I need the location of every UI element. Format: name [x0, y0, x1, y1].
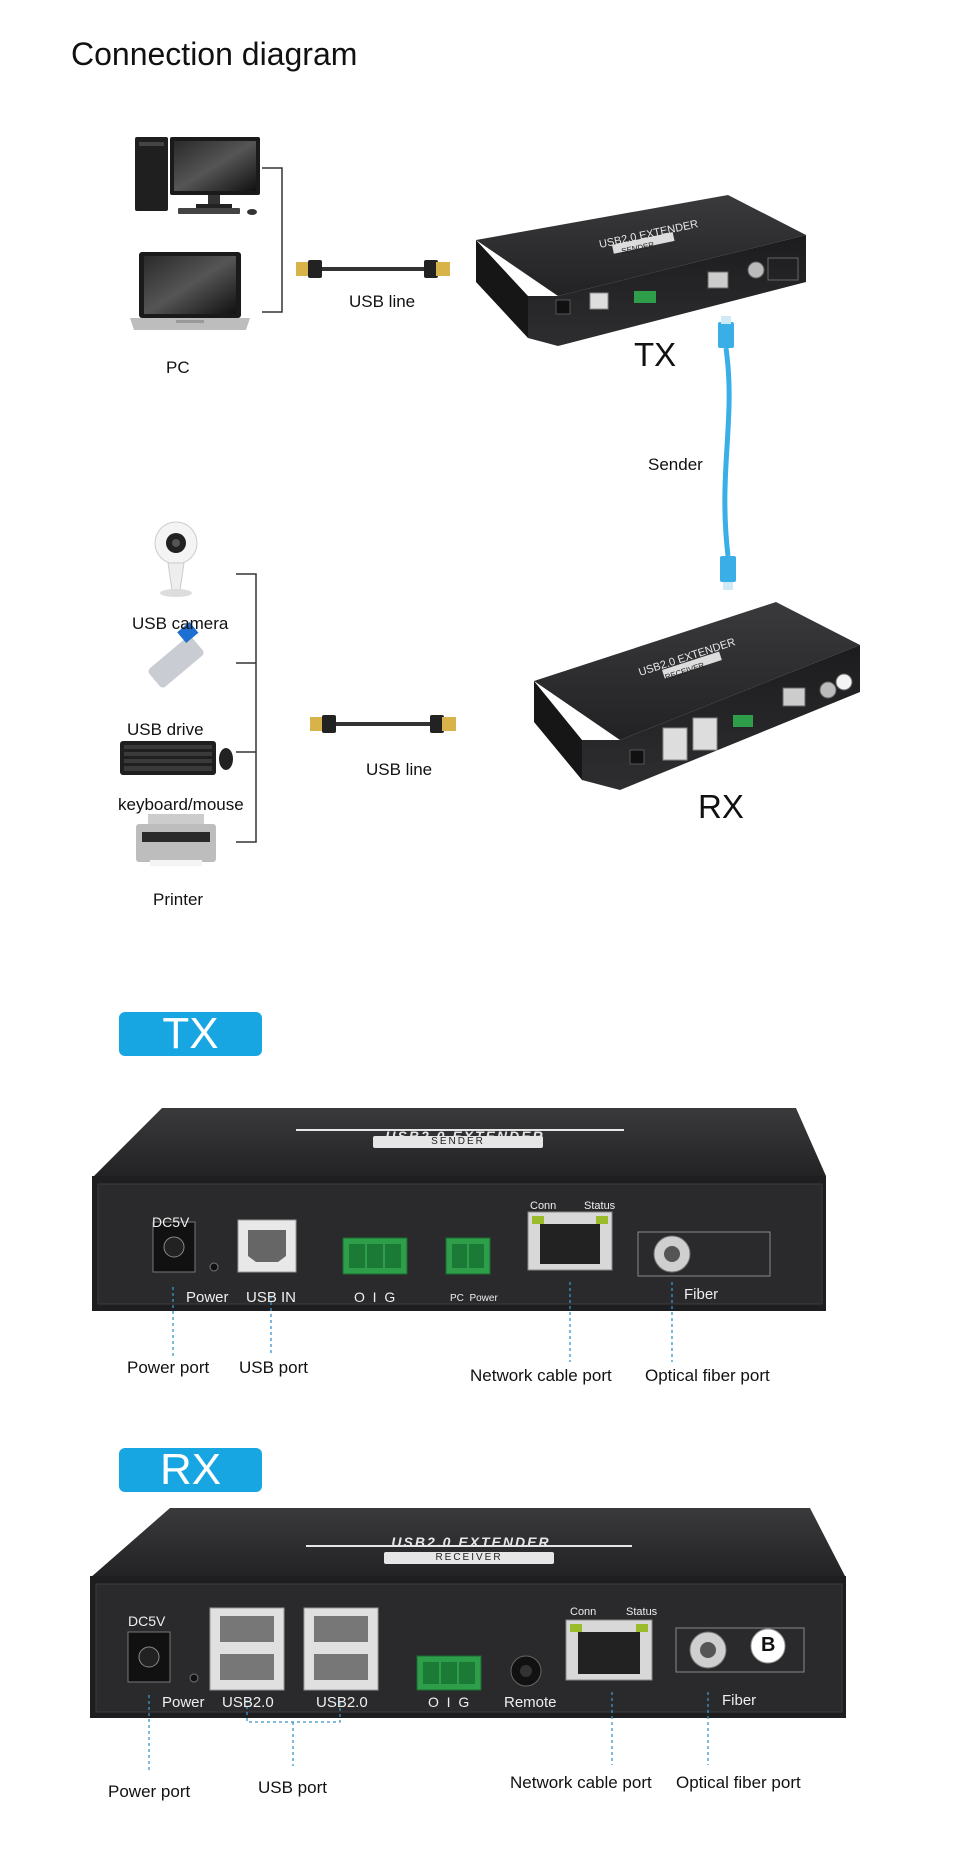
- tx-panel-image: [92, 1108, 826, 1311]
- rx-conn-label: Conn: [570, 1606, 597, 1618]
- rx-oig-label: O I G: [428, 1694, 470, 1710]
- tx-callout-lines: [172, 1282, 673, 1362]
- rx-b-badge: B: [761, 1634, 776, 1656]
- device-label-keyboard-mouse: keyboard/mouse: [118, 795, 244, 814]
- usb-cable-icon: [296, 260, 450, 278]
- rx-section-tag: RX: [119, 1448, 262, 1492]
- tx-callout-power-port: Power port: [127, 1358, 210, 1377]
- rx-panel-subtitle: RECEIVER: [435, 1552, 503, 1563]
- rx-panel-title: USB2.0 EXTENDER: [391, 1534, 551, 1550]
- ethernet-cable-icon: [718, 316, 736, 590]
- tx-callout-fiber-port: Optical fiber port: [645, 1366, 770, 1385]
- rx-device-image: USB2.0 EXTENDER RECEIVER: [534, 602, 860, 790]
- usb-line-label: USB line: [366, 760, 433, 779]
- tx-pc-power-label: PC Power: [450, 1293, 498, 1304]
- printer-icon: [136, 814, 216, 866]
- usb-camera-icon: [154, 521, 198, 597]
- rx-remote-label: Remote: [504, 1694, 557, 1711]
- tx-oig-label: O I G: [354, 1289, 396, 1305]
- rx-callout-fiber-port: Optical fiber port: [676, 1773, 801, 1792]
- sender-label: Sender: [648, 455, 703, 474]
- device-label-camera: USB camera: [132, 614, 229, 633]
- tx-device-image: USB2.0 EXTENDER SENDER: [476, 195, 806, 346]
- device-label-drive: USB drive: [127, 720, 204, 739]
- tx-label: TX: [634, 336, 677, 373]
- tx-power-label: Power: [186, 1289, 229, 1306]
- page-title: Connection diagram: [71, 36, 358, 72]
- tx-status-label: Status: [584, 1200, 616, 1212]
- rx-status-label: Status: [626, 1606, 658, 1618]
- rx-power-label: Power: [162, 1694, 205, 1711]
- keyboard-mouse-icon: [120, 741, 233, 775]
- pc-label: PC: [166, 358, 190, 377]
- tx-callout-usb-port: USB port: [239, 1358, 308, 1377]
- tx-section-tag: TX: [119, 1012, 262, 1056]
- usb-cable-icon: [310, 715, 456, 733]
- tx-dc5v-label: DC5V: [152, 1214, 190, 1230]
- tx-fiber-label: Fiber: [684, 1286, 719, 1303]
- pc-bracket: [262, 167, 283, 313]
- tx-callout-network-port: Network cable port: [470, 1366, 612, 1385]
- rx-panel-image: [90, 1508, 846, 1718]
- rx-callout-lines: [148, 1692, 709, 1770]
- usb-drive-icon: [148, 622, 204, 688]
- devices-bracket: [236, 573, 257, 843]
- usb-line-label: USB line: [349, 292, 416, 311]
- rx-usb2-label: USB2.0: [316, 1694, 368, 1711]
- laptop-icon: [130, 252, 250, 330]
- rx-callout-network-port: Network cable port: [510, 1773, 652, 1792]
- rx-callout-power-port: Power port: [108, 1782, 191, 1801]
- tx-usb-in-label: USB IN: [246, 1289, 297, 1306]
- rx-usb1-label: USB2.0: [222, 1694, 274, 1711]
- device-label-printer: Printer: [153, 890, 204, 909]
- rx-callout-usb-port: USB port: [258, 1778, 327, 1797]
- tx-conn-label: Conn: [530, 1200, 557, 1212]
- tx-panel-title: USB2.0 EXTENDER: [385, 1128, 545, 1144]
- rx-fiber-label: Fiber: [722, 1692, 757, 1709]
- rx-dc5v-label: DC5V: [128, 1613, 166, 1629]
- tx-panel-subtitle: SENDER: [431, 1136, 485, 1147]
- rx-label: RX: [698, 788, 744, 825]
- desktop-pc-icon: [135, 137, 260, 215]
